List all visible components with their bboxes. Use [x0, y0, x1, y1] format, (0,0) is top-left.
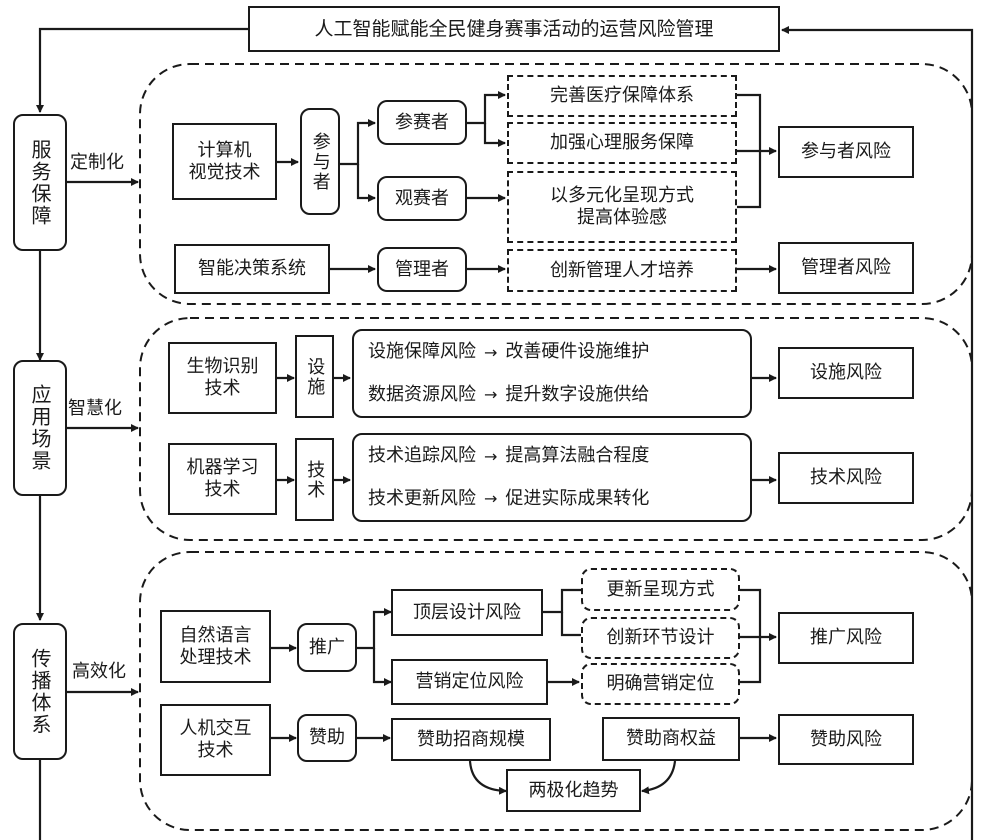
- stage-scene-edge-label: 智慧化: [68, 398, 122, 419]
- return-to-title-line: [781, 26, 974, 840]
- risk-managers: 管理者风险: [778, 242, 914, 294]
- arrow-right-icon: →: [484, 446, 498, 466]
- subject-promotion: 推广: [297, 623, 357, 672]
- measure-experience: 以多元化呈现方式 提高体验感: [507, 171, 737, 243]
- measure-label: 提升数字设施供给: [505, 383, 650, 405]
- title-to-service-line: [36, 27, 248, 113]
- tech-biometrics: 生物识别 技术: [168, 342, 277, 414]
- subject-facilities: 设施: [295, 335, 334, 418]
- risk-promotion: 推广风险: [778, 612, 914, 664]
- risk-participants: 参与者风险: [778, 126, 914, 178]
- facility-row-1: 设施保障风险 → 改善硬件设施维护: [368, 341, 649, 363]
- tech-nlp: 自然语言 处理技术: [160, 610, 271, 683]
- node-competitors: 参赛者: [377, 100, 467, 145]
- risk-label: 技术更新风险: [368, 487, 476, 509]
- measure-innovate-design: 创新环节设计: [581, 617, 740, 659]
- measure-medical-support: 完善医疗保障体系: [507, 75, 737, 117]
- tech-row-1: 技术追踪风险 → 提高算法融合程度: [368, 445, 649, 467]
- measure-label: 促进实际成果转化: [505, 487, 650, 509]
- subject-sponsorship: 赞助: [297, 714, 357, 762]
- node-spectators: 观赛者: [377, 176, 467, 221]
- measure-clear-positioning: 明确营销定位: [581, 663, 740, 705]
- risk-sponsorship: 赞助风险: [778, 714, 914, 765]
- stage-service-box: 服务保障: [13, 114, 67, 251]
- measure-label: 改善硬件设施维护: [505, 341, 650, 363]
- subrisk-top-design: 顶层设计风险: [391, 589, 543, 636]
- risk-technology: 技术风险: [778, 452, 914, 504]
- tech-risk-group: 技术追踪风险 → 提高算法融合程度 技术更新风险 → 促进实际成果转化: [352, 433, 752, 522]
- stage-comm-edge-label: 高效化: [72, 661, 126, 682]
- subject-participants: 参与者: [300, 108, 340, 215]
- node-polarization: 两极化趋势: [506, 769, 641, 812]
- arrow-right-icon: →: [484, 385, 498, 405]
- group-service-border: [139, 63, 973, 305]
- risk-label: 技术追踪风险: [368, 445, 476, 467]
- subject-technology: 技术: [295, 438, 334, 521]
- tech-computer-vision: 计算机 视觉技术: [172, 123, 277, 200]
- node-sponsor-rights: 赞助商权益: [602, 717, 740, 761]
- arrow-right-icon: →: [484, 489, 498, 509]
- node-sponsor-scale: 赞助招商规模: [391, 718, 551, 761]
- measure-talent-training: 创新管理人才培养: [507, 249, 737, 292]
- arrow-right-icon: →: [484, 342, 498, 362]
- measure-update-presentation: 更新呈现方式: [581, 568, 740, 611]
- tech-decision-system: 智能决策系统: [174, 244, 330, 294]
- measure-label: 提高算法融合程度: [505, 445, 650, 467]
- risk-label: 设施保障风险: [368, 341, 476, 363]
- stage-comm-box: 传播体系: [13, 623, 67, 760]
- risk-label: 数据资源风险: [368, 383, 476, 405]
- group-comm-border: [139, 551, 973, 831]
- stage-service-edge-label: 定制化: [70, 152, 124, 173]
- diagram-title: 人工智能赋能全民健身赛事活动的运营风险管理: [248, 6, 780, 52]
- tech-hci: 人机交互 技术: [160, 704, 271, 776]
- subrisk-marketing: 营销定位风险: [391, 659, 548, 705]
- facility-risk-group: 设施保障风险 → 改善硬件设施维护 数据资源风险 → 提升数字设施供给: [352, 329, 752, 418]
- stage-scene-box: 应用场景: [13, 360, 67, 496]
- node-managers: 管理者: [377, 247, 467, 292]
- measure-psych-support: 加强心理服务保障: [507, 122, 737, 164]
- tech-row-2: 技术更新风险 → 促进实际成果转化: [368, 488, 649, 510]
- risk-facilities: 设施风险: [778, 347, 914, 399]
- tech-machine-learning: 机器学习 技术: [168, 443, 277, 515]
- facility-row-2: 数据资源风险 → 提升数字设施供给: [368, 384, 649, 406]
